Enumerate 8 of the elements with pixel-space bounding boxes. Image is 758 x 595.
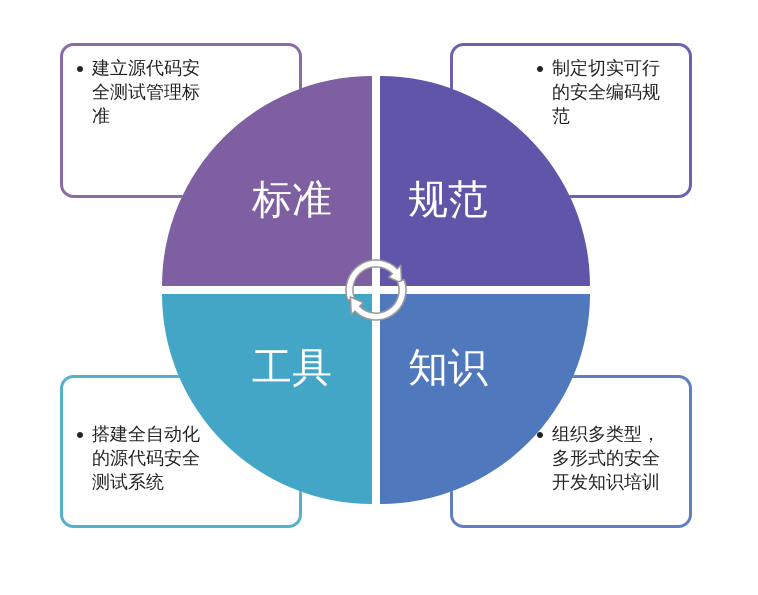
bullet-text: 搭建全自动化的源代码安全测试系统 (74, 423, 204, 495)
quadrant-title: 规范 (408, 176, 488, 224)
quadrant-title: 标准 (252, 176, 332, 224)
bullet-text: 制定切实可行的安全编码规范 (534, 57, 664, 129)
quadrant-title: 工具 (252, 344, 332, 392)
quadrant-title: 知识 (408, 344, 488, 392)
bullet-text: 建立源代码安全测试管理标准 (74, 57, 204, 129)
bullet-text: 组织多类型，多形式的安全开发知识培训 (534, 423, 664, 495)
